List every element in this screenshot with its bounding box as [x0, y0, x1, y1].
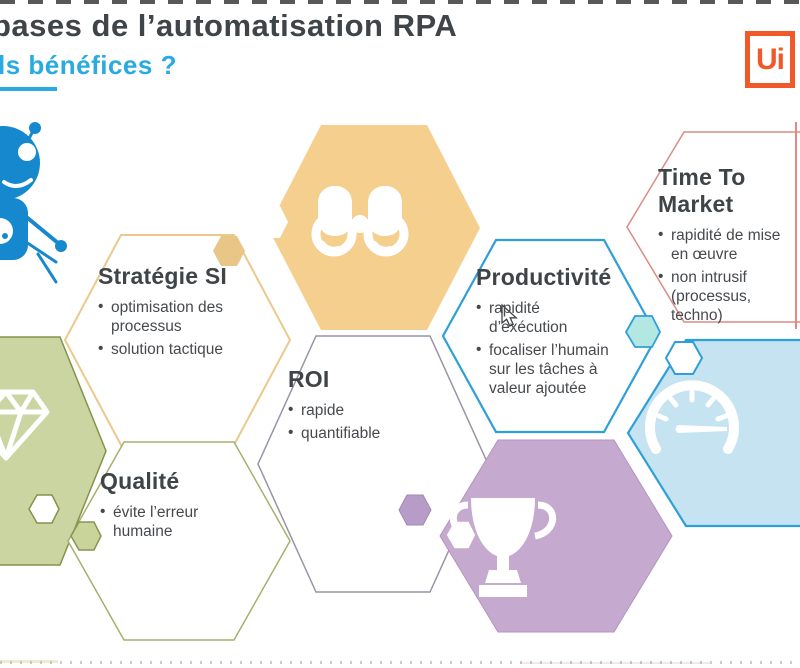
robot-mascot-icon — [0, 122, 67, 284]
trophy-icon — [449, 498, 557, 597]
accent-hexagon-gauge — [664, 341, 704, 375]
accent-hexagon-roi — [398, 494, 432, 526]
bullet-item: quantifiable — [288, 424, 433, 444]
binoculars-icon — [311, 186, 409, 257]
accent-hexagon-productivite — [624, 315, 662, 348]
uipath-logo: Ui — [745, 31, 795, 88]
accent-hexagon-strategie — [213, 236, 245, 266]
bullet-item: rapidité d’exécution — [476, 299, 621, 338]
strategie-si-title: Stratégie SI — [98, 263, 227, 289]
strategie-si-bullets: optimisation des processus solution tact… — [98, 298, 248, 360]
qualite-block: Qualité évite l’erreur humaine — [100, 468, 222, 546]
slide-title: bases de l’automatisation RPA — [0, 8, 458, 43]
time-to-market-title: Time To Market — [658, 164, 746, 218]
gauge-icon — [645, 380, 739, 454]
roi-block: ROI rapide quantifiable — [288, 366, 433, 448]
time-to-market-block: Time To Market rapidité de mise en œuvre… — [658, 164, 788, 330]
roi-bullets: rapide quantifiable — [288, 401, 433, 444]
diamond-icon — [0, 389, 50, 461]
bullet-item: rapide — [288, 401, 433, 421]
bullet-item: focaliser l’humain sur les tâches à vale… — [476, 341, 621, 399]
bullet-item: optimisation des processus — [98, 298, 248, 337]
accent-hexagon-qualite — [70, 521, 102, 551]
bullet-item: non intrusif (processus, techno) — [658, 268, 788, 326]
roi-title: ROI — [288, 366, 330, 392]
time-to-market-bullets: rapidité de mise en œuvre non intrusif (… — [658, 226, 788, 326]
video-frame-artifact-bottom — [0, 661, 800, 664]
bullet-item: solution tactique — [98, 340, 248, 360]
uipath-logo-text: Ui — [756, 42, 785, 76]
strategie-si-block: Stratégie SI optimisation des processus … — [98, 263, 248, 364]
slide-subtitle: ls bénéfices ? — [0, 50, 177, 80]
video-frame-artifact-top — [0, 0, 800, 4]
productivite-bullets: rapidité d’exécution focaliser l’humain … — [476, 299, 621, 399]
subtitle-underline — [0, 87, 57, 91]
bullet-item: rapidité de mise en œuvre — [658, 226, 788, 265]
qualite-bullets: évite l’erreur humaine — [100, 503, 222, 542]
productivite-title: Productivité — [476, 264, 612, 290]
accent-hexagon-diamond — [28, 494, 60, 524]
hexagon-trophy — [439, 439, 673, 633]
hexagon-roi — [257, 335, 489, 593]
accent-hexagon-binoculars — [254, 206, 288, 238]
qualite-title: Qualité — [100, 468, 180, 494]
productivite-block: Productivité rapidité d’exécution focali… — [476, 264, 621, 403]
bullet-item: évite l’erreur humaine — [100, 503, 222, 542]
